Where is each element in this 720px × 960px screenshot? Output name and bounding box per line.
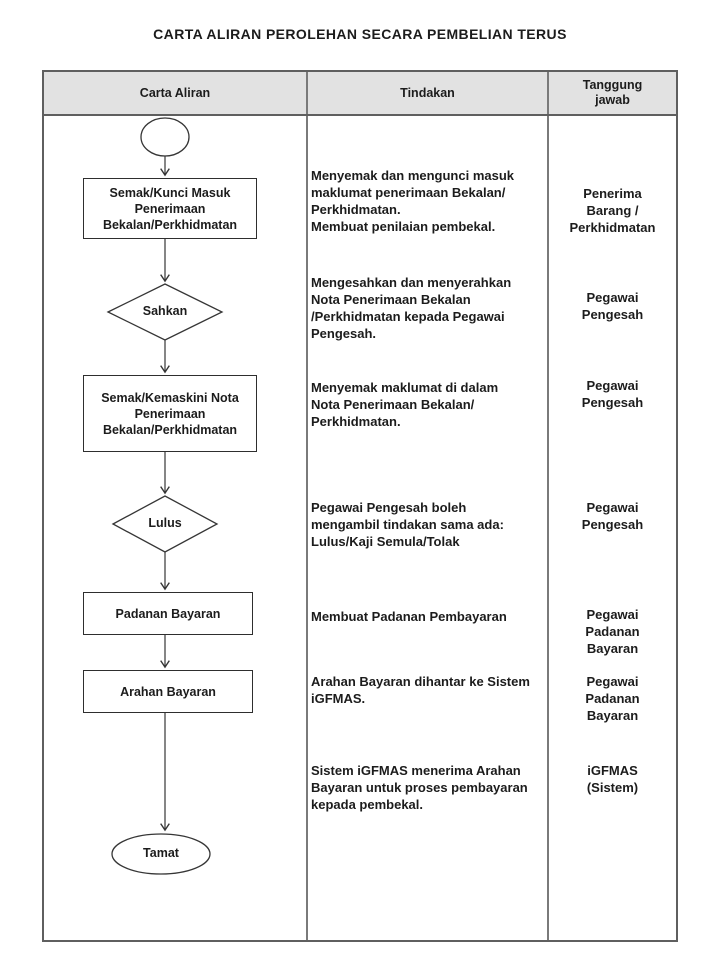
decision-lulus-label: Lulus (148, 516, 182, 530)
flowchart-column: Semak/Kunci Masuk Penerimaan Bekalan/Per… (44, 116, 308, 940)
table-header-row: Carta Aliran Tindakan Tanggung jawab (44, 72, 676, 116)
responsible-text-3: Pegawai Pengesah (581, 378, 644, 410)
responsible-text-7: iGFMAS (Sistem) (586, 763, 639, 795)
decision-sahkan-shape (106, 283, 224, 341)
header-tanggungjawab: Tanggung jawab (582, 78, 643, 107)
process-box-semak-kunci-masuk: Semak/Kunci Masuk Penerimaan Bekalan/Per… (83, 178, 257, 239)
action-text-2: Mengesahkan dan menyerahkan Nota Penerim… (311, 275, 512, 341)
end-node-label: Tamat (143, 846, 179, 860)
header-carta-aliran: Carta Aliran (44, 72, 308, 114)
tanggungjawab-column: Penerima Barang / Perkhidmatan Pegawai P… (549, 116, 676, 940)
page-title: CARTA ALIRAN PEROLEHAN SECARA PEMBELIAN … (153, 26, 567, 42)
action-text-6: Arahan Bayaran dihantar ke Sistem iGFMAS… (311, 674, 530, 706)
action-text-5: Membuat Padanan Pembayaran (311, 609, 507, 624)
tindakan-column: Menyemak dan mengunci masuk maklumat pen… (308, 116, 549, 940)
decision-lulus-shape (111, 495, 219, 553)
process-box-padanan-bayaran: Padanan Bayaran (83, 592, 253, 635)
process-box-arahan-bayaran: Arahan Bayaran (83, 670, 253, 713)
responsible-text-2: Pegawai Pengesah (581, 290, 644, 322)
flow-process-table: Carta Aliran Tindakan Tanggung jawab (42, 70, 678, 942)
action-text-3: Menyemak maklumat di dalam Nota Penerima… (311, 380, 499, 429)
responsible-text-1: Penerima Barang / Perkhidmatan (569, 186, 656, 235)
end-node (111, 833, 211, 875)
responsible-text-4: Pegawai Pengesah (581, 500, 644, 532)
flowchart-connectors (106, 117, 224, 875)
responsible-text-5: Pegawai Padanan Bayaran (585, 607, 640, 656)
action-text-1: Menyemak dan mengunci masuk maklumat pen… (311, 168, 515, 234)
action-text-4: Pegawai Pengesah boleh mengambil tindaka… (311, 500, 504, 549)
responsible-text-6: Pegawai Padanan Bayaran (585, 674, 640, 723)
decision-sahkan-label: Sahkan (142, 304, 188, 318)
process-box-semak-kemaskini: Semak/Kemaskini Nota Penerimaan Bekalan/… (83, 375, 257, 452)
header-tindakan: Tindakan (308, 72, 549, 114)
action-text-7: Sistem iGFMAS menerima Arahan Bayaran un… (311, 763, 528, 812)
table-body-row: Semak/Kunci Masuk Penerimaan Bekalan/Per… (44, 116, 676, 940)
start-node (140, 117, 190, 157)
